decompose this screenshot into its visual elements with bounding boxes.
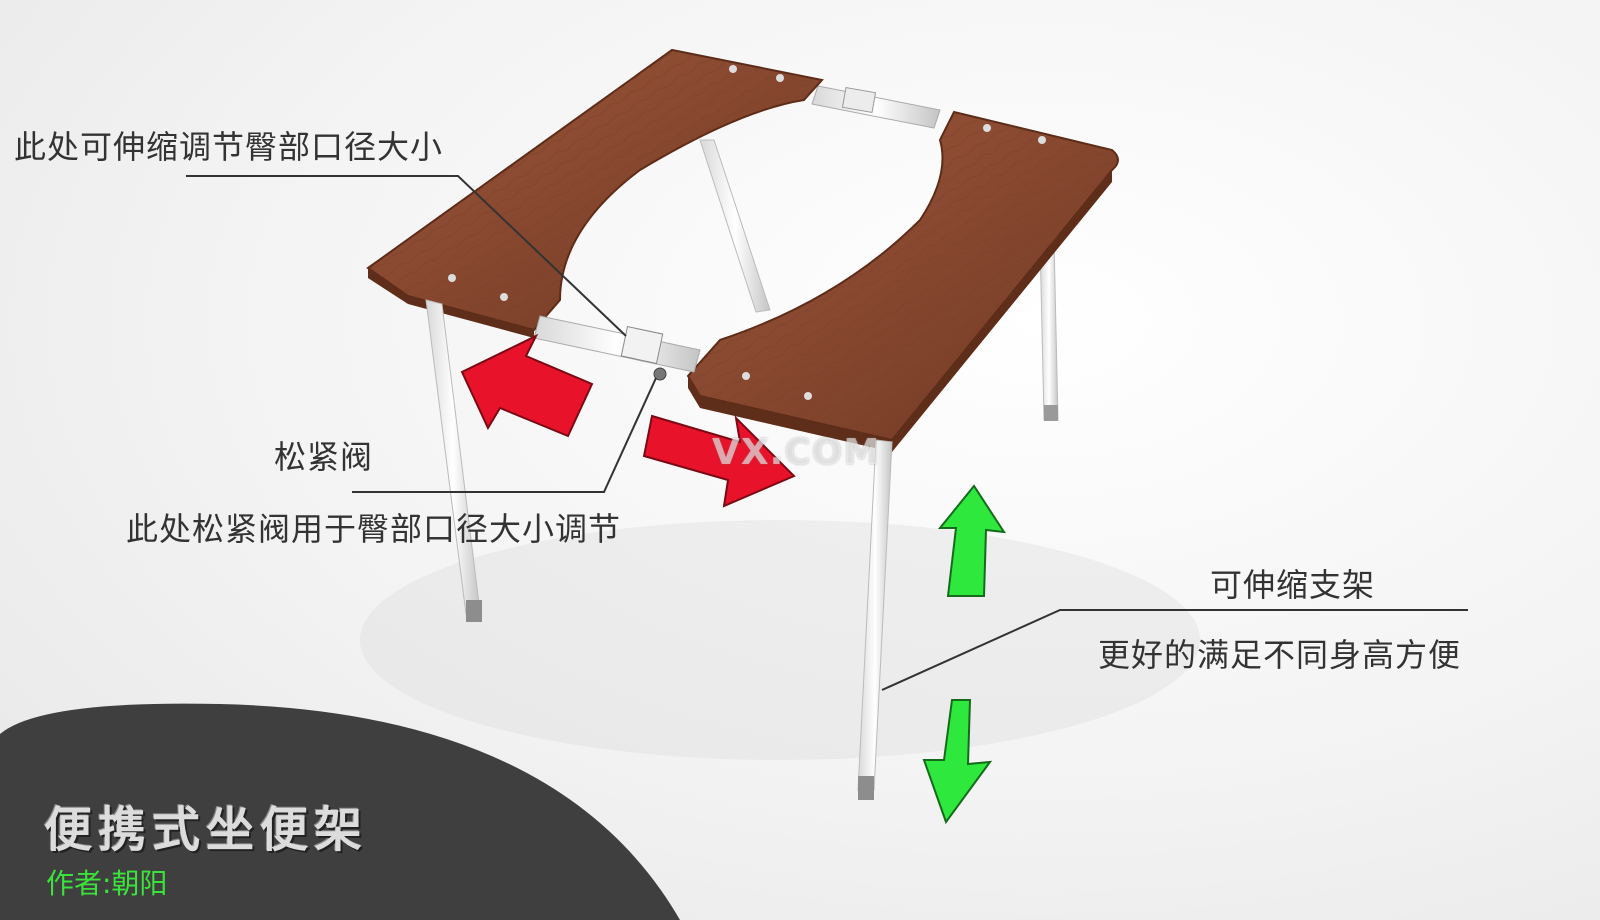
valve-name-label: 松紧阀 [274,438,374,476]
red-arrow-right [642,414,796,508]
green-arrow-up [937,484,1006,597]
leader-bracket [881,609,1468,691]
front-legs [425,299,893,800]
tension-valve-knob [653,367,667,381]
valve-desc-label: 此处松紧阀用于臀部口径大小调节 [126,510,622,548]
author-credit: 作者:朝阳 [46,867,168,900]
title-panel [0,703,680,920]
ground-shadow [360,520,1200,760]
red-arrow-left [460,333,594,438]
left-seat-panel [366,48,824,338]
product-title: 便携式坐便架 [44,802,369,858]
back-rail [811,85,941,129]
hip-adjust-label: 此处可伸缩调节臀部口径大小 [14,128,444,166]
watermark: VX.COM [712,432,881,473]
bracket-name-label: 可伸缩支架 [1210,566,1376,604]
front-rail [533,315,701,381]
leader-hip-adjust [186,175,627,337]
green-arrow-down [922,699,993,825]
right-seat-panel [686,110,1119,452]
bracket-desc-label: 更好的满足不同身高方便 [1098,636,1462,674]
leader-lines [186,175,1468,691]
leader-valve [352,377,657,493]
